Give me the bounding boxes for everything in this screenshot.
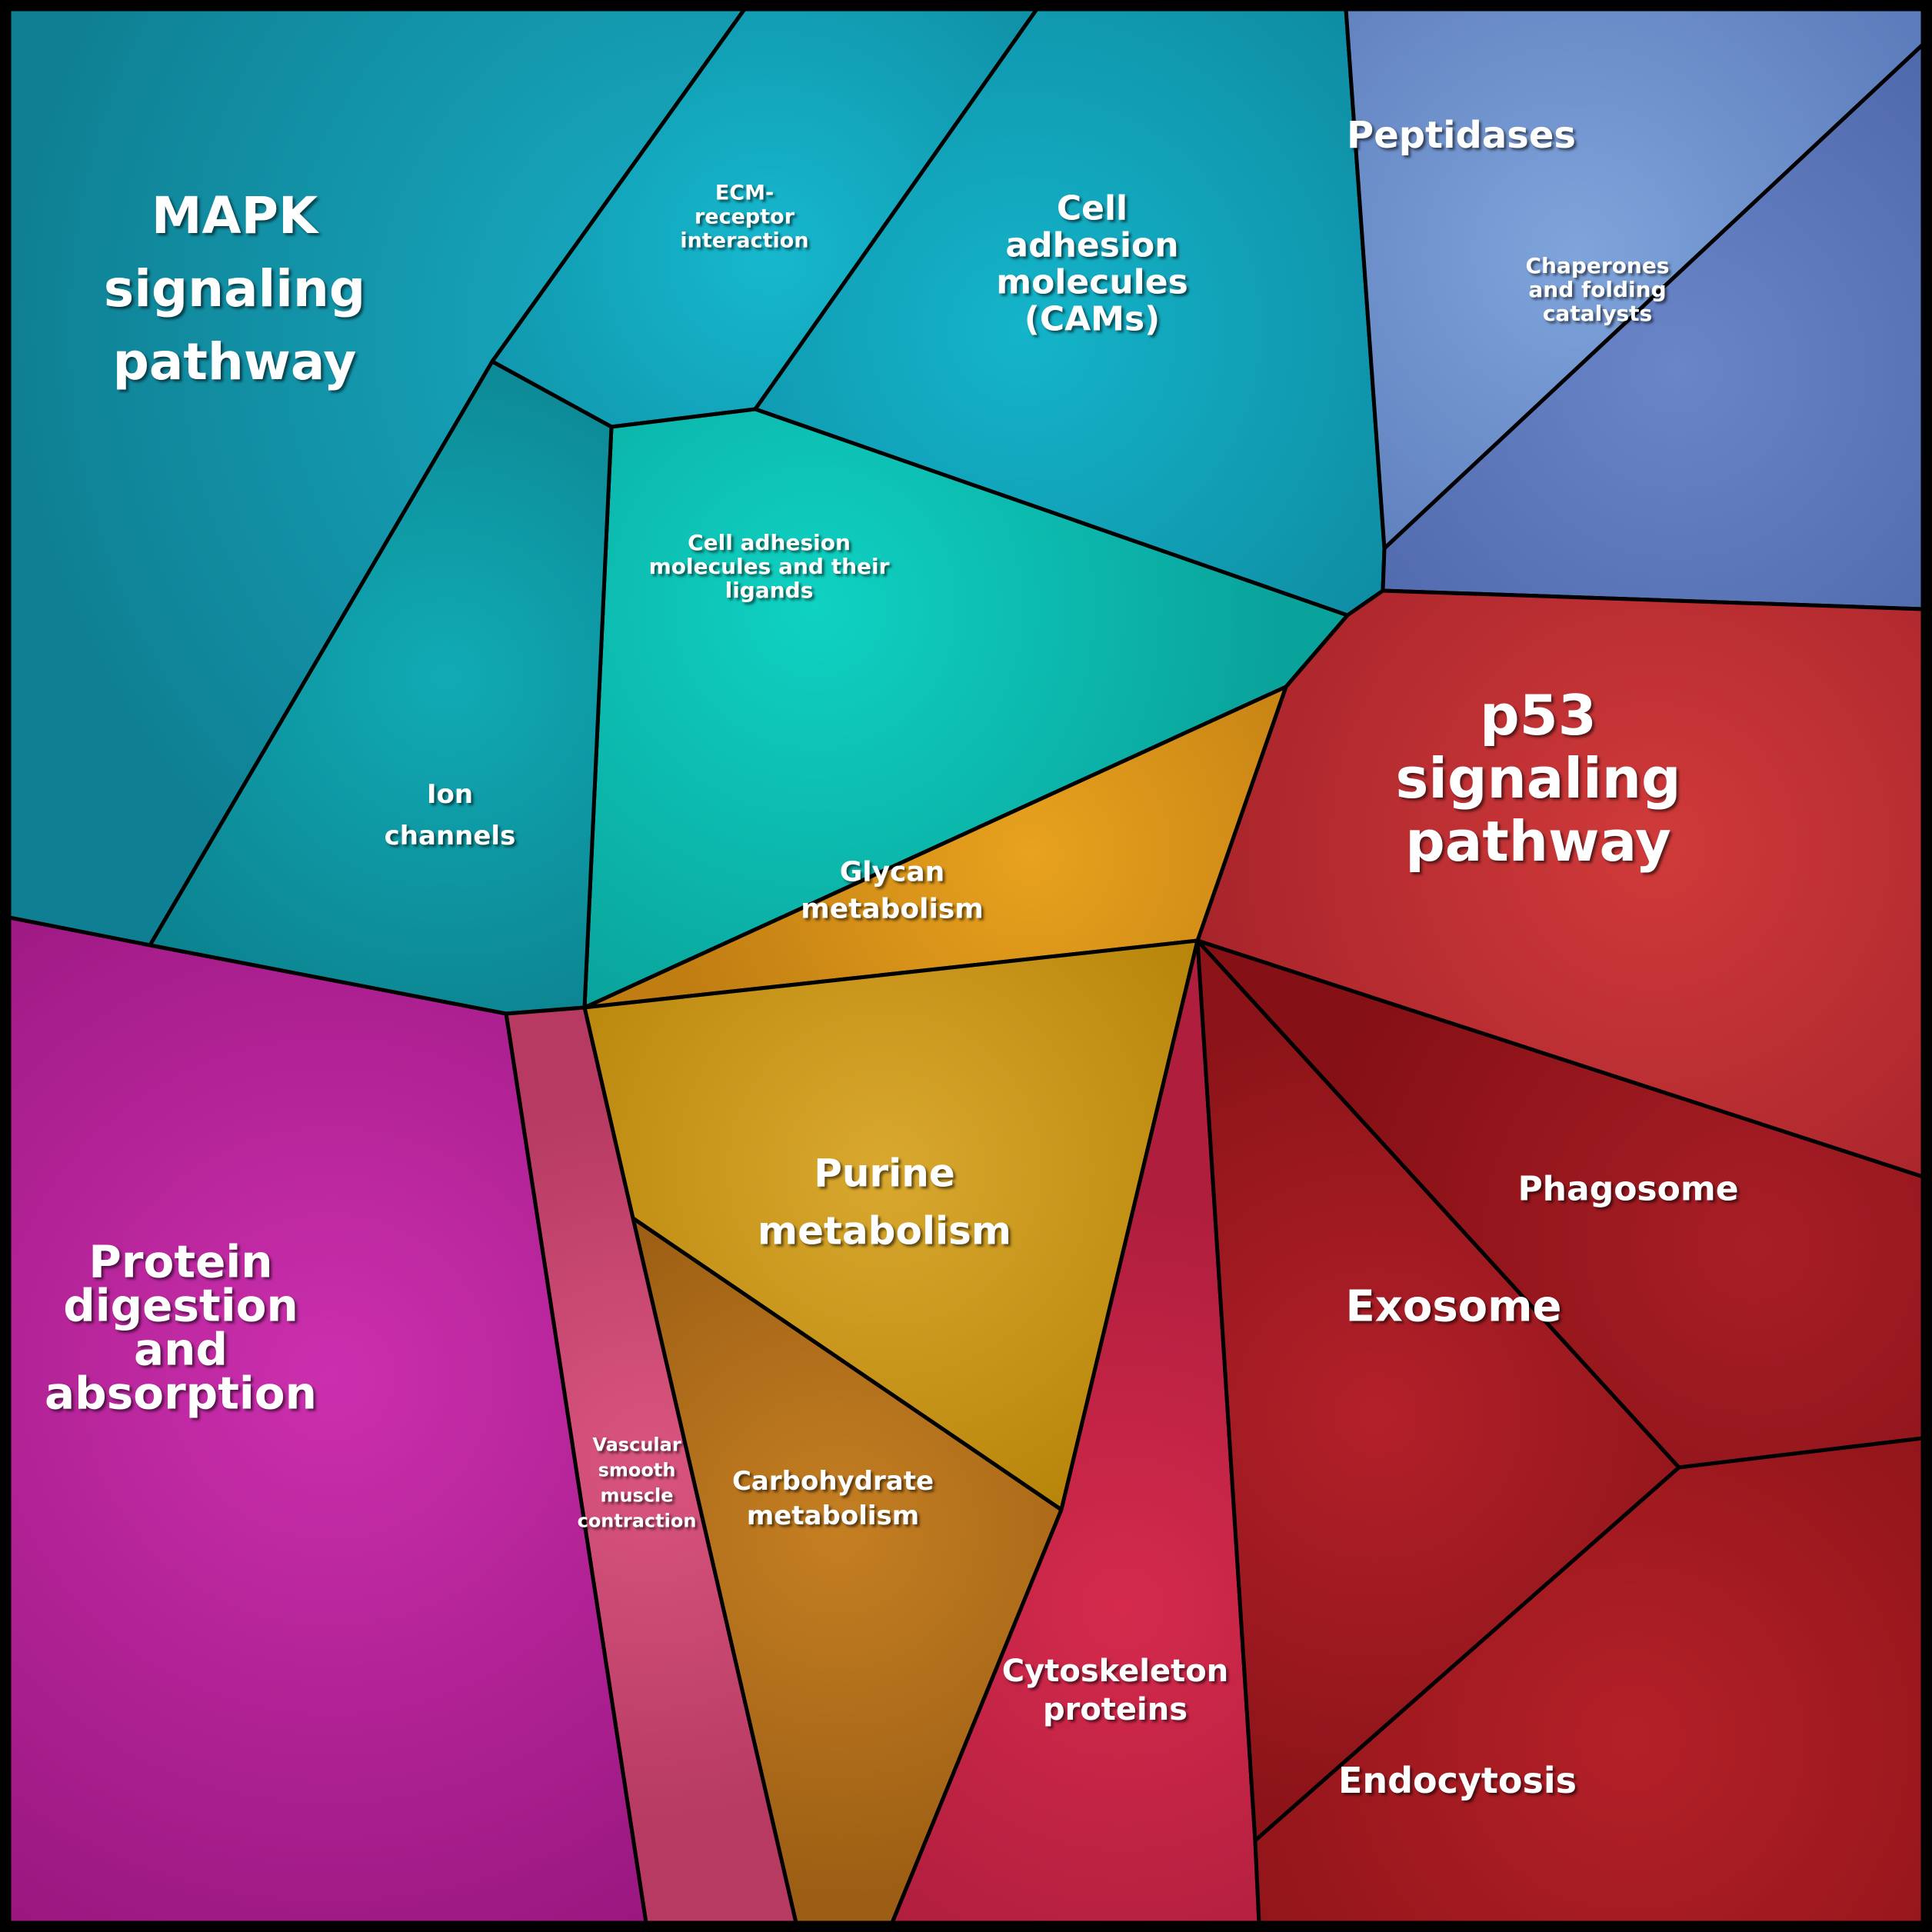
voronoi-treemap: MAPK signaling pathway (~12%)ECM-recepto… [0,0,1932,1932]
treemap-canvas: MAPK signaling pathway (~12%)ECM-recepto… [0,0,1932,1932]
